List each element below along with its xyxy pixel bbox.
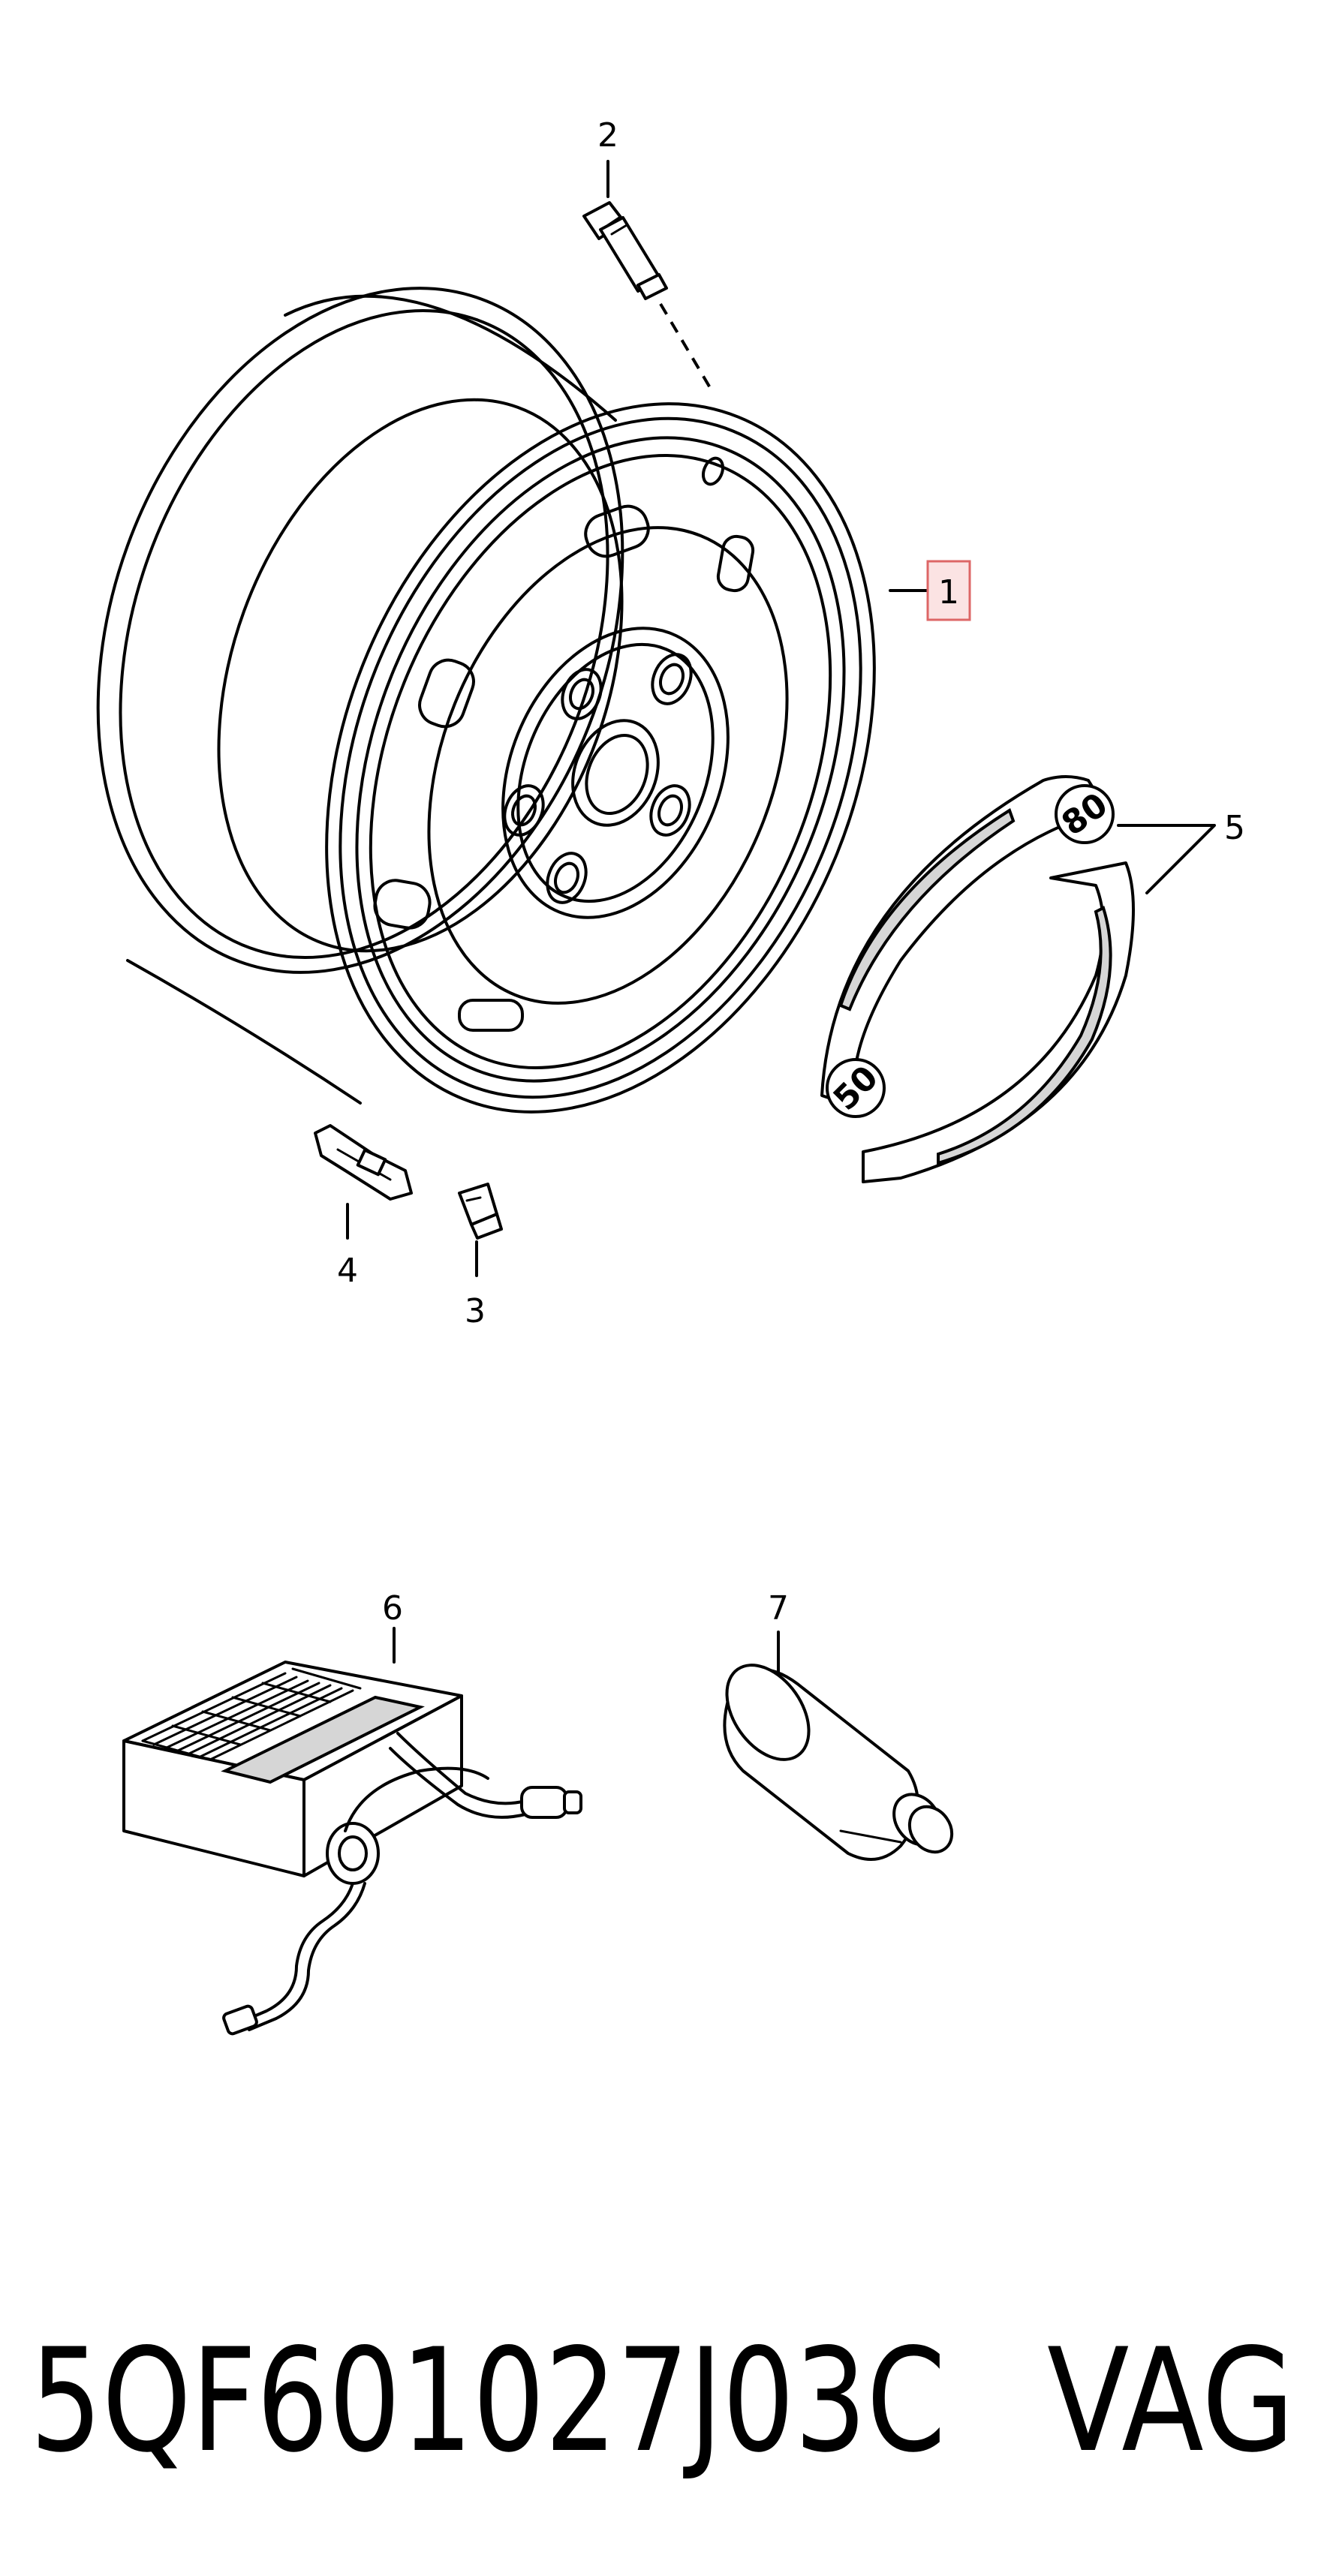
balance-weight-clip [458, 1183, 503, 1240]
callout-7[interactable]: 7 [768, 1589, 789, 1628]
bolt-hole [649, 784, 691, 837]
cylinder-cartridge [723, 1664, 954, 1861]
balance-weight [314, 1124, 413, 1201]
shim-ring-set: 80 50 [820, 775, 1135, 1183]
vent-slot [716, 534, 755, 593]
brand-label: VAG [1047, 2318, 1295, 2484]
steel-wheel-rim [96, 287, 876, 1114]
callout-4[interactable]: 4 [337, 1252, 358, 1290]
bolt-hole [546, 852, 588, 904]
bolt-hole [651, 653, 693, 705]
part-number-label: 5QF601027J03C [30, 2318, 946, 2484]
bolt-hole [561, 668, 603, 720]
vent-slot [458, 999, 524, 1032]
callout-1[interactable]: 1 [938, 573, 959, 612]
valve-hole [701, 456, 725, 486]
tire-valve [582, 201, 713, 392]
vent-slot [418, 658, 475, 729]
bolt-hole [503, 784, 545, 837]
callout-2[interactable]: 2 [597, 116, 618, 155]
callout-3[interactable]: 3 [465, 1292, 486, 1330]
vent-slot [584, 504, 650, 558]
control-unit [122, 1661, 582, 2036]
leader-lines [346, 160, 1216, 1673]
vent-grille [141, 1667, 362, 1761]
callout-6[interactable]: 6 [382, 1589, 403, 1628]
vent-slot [373, 879, 432, 930]
callout-5[interactable]: 5 [1224, 809, 1245, 847]
callout-1-highlight [926, 560, 971, 621]
